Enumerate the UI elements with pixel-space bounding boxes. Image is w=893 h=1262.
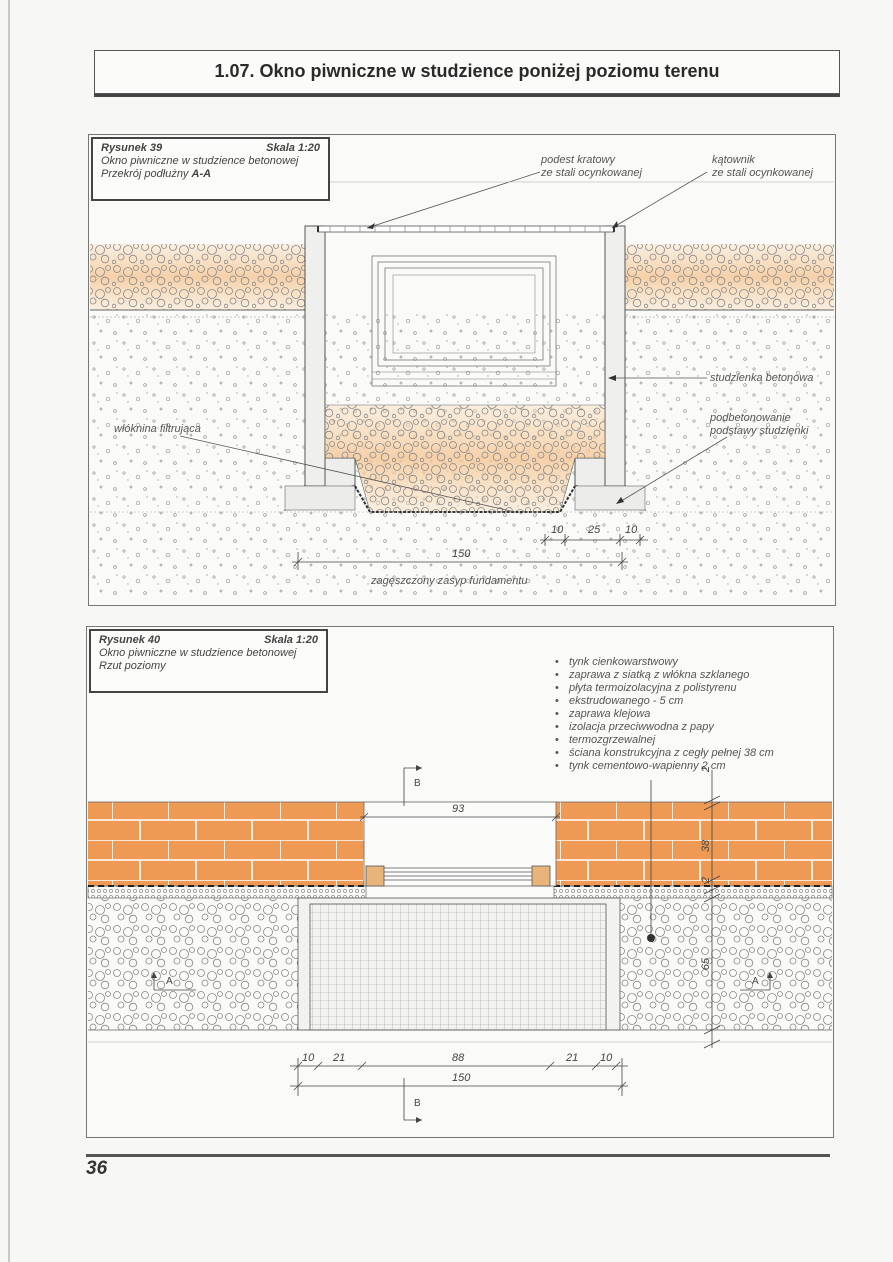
footer-rule	[86, 1154, 830, 1157]
dim-b2: 21	[333, 1052, 346, 1064]
figure-40-view: Rzut poziomy	[99, 660, 166, 672]
layer-item: tynk cementowo-wapienny 2 cm	[555, 760, 774, 773]
figure-40-subtitle: Okno piwniczne w studzience betonowej	[99, 647, 297, 659]
page-number: 36	[86, 1158, 108, 1179]
dim-40-total: 150	[452, 1072, 471, 1084]
dim-insul: 2	[700, 876, 713, 884]
dim-39-b: 25	[588, 524, 601, 536]
figure-39-caption: Rysunek 39 Skala 1:20 Okno piwniczne w s…	[91, 137, 330, 201]
layer-item-continued: ekstrudowanego - 5 cm	[555, 695, 774, 708]
header-underline	[94, 94, 840, 97]
callout-angle: kątownik ze stali ocynkowanej	[712, 154, 813, 179]
section-a-right: A	[752, 976, 759, 987]
section-a-a: A-A	[191, 168, 212, 180]
figure-40-caption: Rysunek 40 Skala 1:20 Okno piwniczne w s…	[89, 629, 328, 693]
figure-39-subtitle: Okno piwniczne w studzience betonowej	[101, 155, 299, 167]
section-b-top: B	[414, 778, 421, 789]
figure-40-label: Rysunek 40	[99, 634, 161, 646]
callout-base: podbetonowanie podstawy studzienki	[710, 412, 809, 437]
section-title: 1.07. Okno piwniczne w studzience poniże…	[214, 61, 720, 81]
dim-wall: 38	[700, 839, 713, 853]
layer-item: tynk cienkowarstwowy	[555, 656, 774, 669]
layer-item: płyta termoizolacyjna z polistyrenu	[555, 682, 774, 695]
callout-grating: podest kratowy ze stali ocynkowanej	[541, 154, 642, 179]
callout-filter-fabric: włóknina filtrująca	[114, 423, 201, 435]
dim-b1: 10	[302, 1052, 315, 1064]
dim-wall-top: 2	[700, 765, 713, 773]
figure-39-scale: Skala 1:20	[266, 142, 320, 154]
layer-item: ściana konstrukcyjna z cegły pełnej 38 c…	[555, 747, 774, 760]
figure-39-view: Przekrój podłużny A-A	[101, 168, 212, 180]
callout-well: studzienka betonowa	[710, 372, 814, 384]
dim-opening: 93	[452, 803, 465, 815]
layer-item: zaprawa klejowa	[555, 708, 774, 721]
dim-depth: 65	[700, 957, 713, 971]
binding-edge	[8, 0, 10, 1262]
dim-b3: 88	[452, 1052, 465, 1064]
figure-39-label: Rysunek 39	[101, 142, 163, 154]
dim-b5: 10	[600, 1052, 613, 1064]
section-a-left: A	[166, 976, 173, 987]
dim-39-total: 150	[452, 548, 471, 560]
layer-item-continued: termozgrzewalnej	[555, 734, 774, 747]
figure-40-scale: Skala 1:20	[264, 634, 318, 646]
layer-item: zaprawa z siatką z włókna szklanego	[555, 669, 774, 682]
section-b-bottom: B	[414, 1098, 421, 1109]
callout-backfill: zagęszczony zasyp fundamentu	[371, 575, 528, 587]
layer-item: izolacja przeciwwodna z papy	[555, 721, 774, 734]
dim-39-a: 10	[551, 524, 564, 536]
section-header: 1.07. Okno piwniczne w studzience poniże…	[94, 50, 840, 97]
wall-layer-list: tynk cienkowarstwowy zaprawa z siatką z …	[555, 656, 774, 773]
dim-39-c: 10	[625, 524, 638, 536]
dim-b4: 21	[566, 1052, 579, 1064]
